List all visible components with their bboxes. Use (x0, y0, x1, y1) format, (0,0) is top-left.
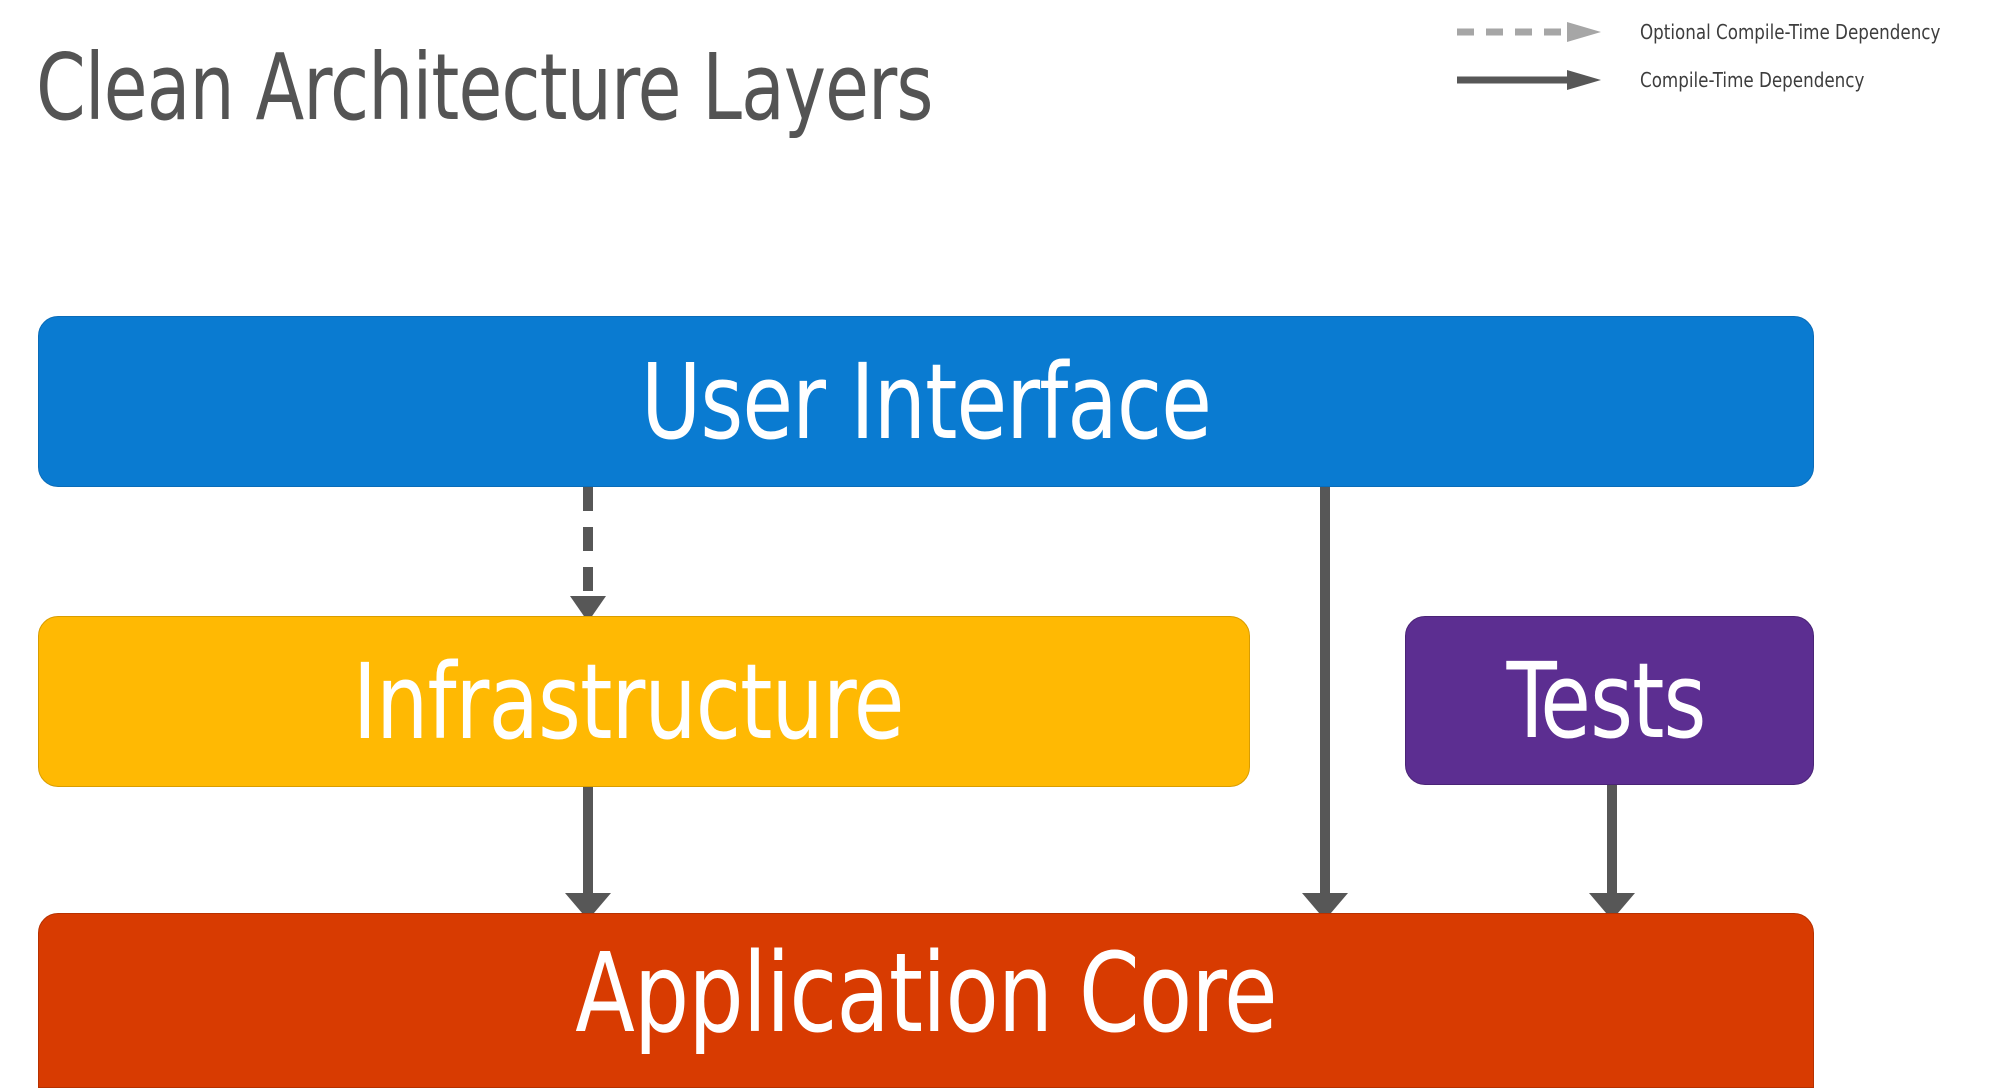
layer-box-tests[interactable]: Tests (1405, 616, 1814, 785)
arrow-tests-to-application-core (1589, 785, 1635, 920)
legend-item-optional-compile-time-dependency: Optional Compile-Time Dependency (1455, 14, 1995, 62)
layer-label: Tests (1506, 639, 1706, 762)
page-title: Clean Architecture Layers (36, 34, 934, 141)
layer-label: Application Core (575, 928, 1277, 1057)
solid-arrow-right-icon (1457, 70, 1601, 90)
legend-item-label: Compile-Time Dependency (1640, 68, 1865, 92)
arrow-infrastructure-to-application-core (565, 787, 611, 920)
dashed-arrow-right-icon (1457, 22, 1601, 42)
layer-label: User Interface (640, 340, 1212, 463)
legend-item-compile-time-dependency: Compile-Time Dependency (1455, 62, 1995, 110)
layer-label: Infrastructure (352, 640, 905, 763)
legend: Optional Compile-Time Dependency Compile… (1455, 14, 1995, 110)
arrow-user-interface-to-application-core (1302, 487, 1348, 920)
arrow-user-interface-to-infrastructure (570, 487, 606, 622)
legend-item-label: Optional Compile-Time Dependency (1640, 20, 1941, 44)
layer-box-user-interface[interactable]: User Interface (38, 316, 1814, 487)
layer-box-infrastructure[interactable]: Infrastructure (38, 616, 1250, 787)
layer-box-application-core[interactable]: Application Core (38, 913, 1814, 1088)
